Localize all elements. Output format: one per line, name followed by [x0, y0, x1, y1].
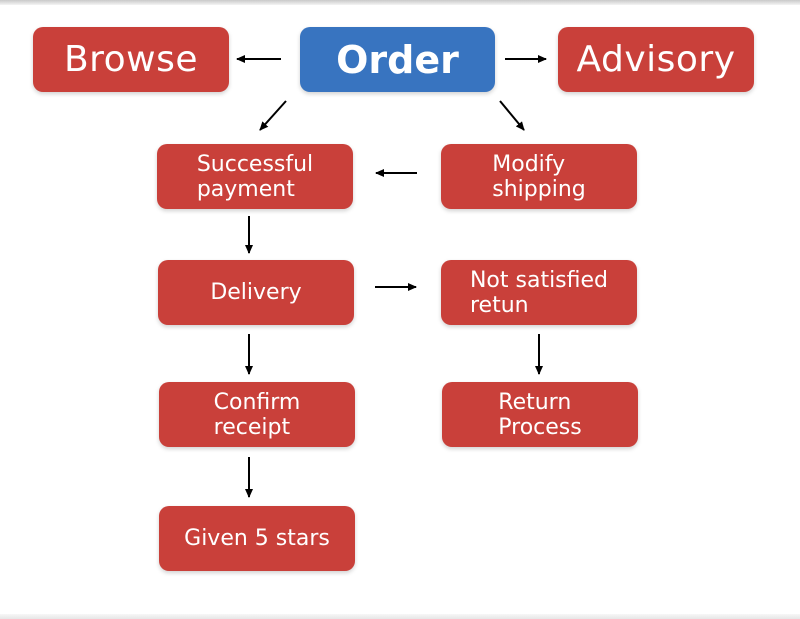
return-process-node: Return Process: [442, 382, 638, 447]
modify-shipping-node: Modify shipping: [441, 144, 637, 209]
successful-payment-label: Successful payment: [196, 151, 314, 202]
confirm-receipt-node: Confirm receipt: [159, 382, 355, 447]
not-satisfied-label: Not satisfied retun: [469, 267, 609, 318]
confirm-receipt-label: Confirm receipt: [213, 389, 301, 440]
arrow-order-to-modify: [499, 100, 525, 131]
modify-shipping-label: Modify shipping: [492, 151, 586, 202]
top-border: [0, 0, 800, 5]
given-stars-label: Given 5 stars: [184, 526, 330, 551]
delivery-label: Delivery: [210, 280, 302, 305]
successful-payment-node: Successful payment: [157, 144, 353, 209]
advisory-node: Advisory: [558, 27, 754, 92]
bottom-border: [0, 614, 800, 619]
order-node: Order: [300, 27, 495, 92]
browse-label: Browse: [63, 39, 199, 80]
order-label: Order: [336, 37, 459, 82]
arrow-order-to-payment: [259, 100, 287, 131]
delivery-node: Delivery: [158, 260, 354, 325]
not-satisfied-node: Not satisfied retun: [441, 260, 637, 325]
return-process-label: Return Process: [498, 389, 582, 440]
advisory-label: Advisory: [576, 39, 736, 80]
browse-node: Browse: [33, 27, 229, 92]
given-stars-node: Given 5 stars: [159, 506, 355, 571]
